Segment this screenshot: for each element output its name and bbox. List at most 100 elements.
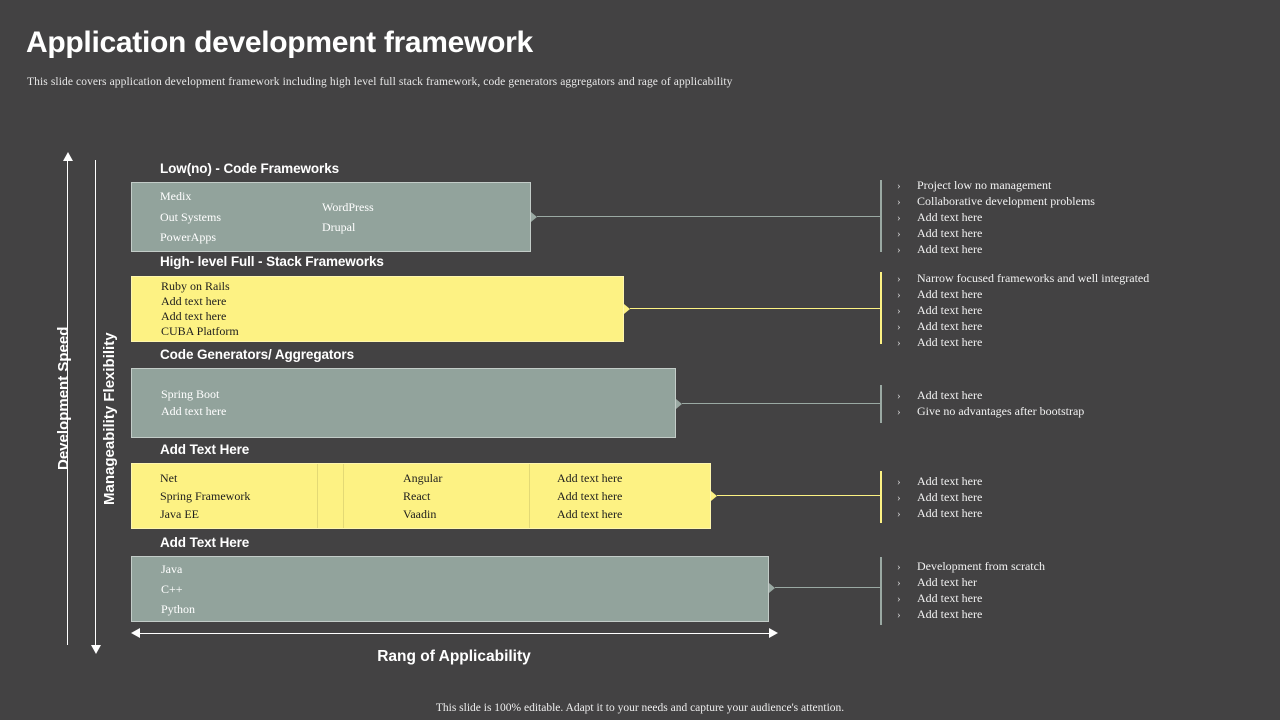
connector-tick — [880, 471, 882, 523]
connector-line — [717, 495, 881, 496]
list-item-label: Add text here — [917, 474, 983, 488]
chevron-right-icon: › — [897, 561, 901, 573]
list-item: › Give no advantages after bootstrap — [897, 404, 1084, 420]
chevron-right-icon: › — [897, 212, 901, 224]
row-box-add-text-here-4[interactable]: Net Spring Framework Java EE Angular Rea… — [131, 463, 711, 529]
manageability-flexibility-arrow-icon — [91, 645, 101, 654]
row-box-high-level-full-stack-frameworks[interactable]: Ruby on Rails Add text here Add text her… — [131, 276, 624, 342]
list-item-label: Add text here — [917, 607, 983, 621]
list-item-label: Project low no management — [917, 178, 1052, 192]
box-cell: Add text here — [161, 294, 227, 309]
list-item-label: Add text here — [917, 335, 983, 349]
list-item: › Add text her — [897, 575, 1045, 591]
list-item: › Add text here — [897, 242, 1095, 258]
list-item: ›Add text here — [897, 474, 982, 490]
list-item: › Add text here — [897, 388, 1084, 404]
box-cell: React — [403, 489, 431, 503]
range-axis-right-arrow-icon — [769, 628, 778, 638]
list-item: ›Add text here — [897, 490, 982, 506]
list-item-label: Narrow focused frameworks and well integ… — [917, 271, 1150, 285]
box-column: Add text here Add text here Add text her… — [530, 464, 710, 528]
development-speed-axis-line — [67, 160, 68, 645]
list-item: ›Add text here — [897, 303, 1149, 319]
list-item: ›Collaborative development problems — [897, 194, 1095, 210]
chevron-right-icon: › — [897, 508, 901, 520]
box-column: Net Spring Framework Java EE — [132, 464, 317, 528]
list-item-label: Development from scratch — [917, 559, 1045, 573]
chevron-right-icon: › — [897, 321, 901, 333]
box-cell: Medix — [160, 189, 192, 204]
list-item: › Add text here — [897, 335, 1149, 351]
box-column: Spring Boot Add text here — [132, 369, 675, 437]
list-item: › Add text here — [897, 287, 1149, 303]
connector-tick — [880, 557, 882, 625]
box-cell: Spring Boot — [161, 387, 220, 401]
chevron-right-icon: › — [897, 289, 901, 301]
row-box-low-no-code-frameworks[interactable]: Medix Out Systems PowerApps WordPress Dr… — [131, 182, 531, 252]
box-cell: CUBA Platform — [161, 323, 239, 338]
development-speed-axis-label: Development Speed — [55, 326, 72, 470]
list-item-label: Add text here — [917, 388, 983, 402]
box-cell: WordPress — [322, 199, 374, 214]
list-item-label: Give no advantages after bootstrap — [917, 404, 1085, 418]
column-divider — [317, 464, 318, 528]
range-axis-label: Rang of Applicability — [377, 648, 531, 665]
row-header-add-text-here-4: Add Text Here — [160, 442, 250, 457]
box-cell: C++ — [161, 582, 183, 596]
list-item: › Project low no management — [897, 178, 1095, 194]
box-cell: Vaadin — [403, 507, 437, 521]
chevron-right-icon: › — [897, 593, 901, 605]
box-cell: Add text here — [557, 489, 623, 503]
chevron-right-icon: › — [897, 244, 901, 256]
box-cell: Add text here — [161, 404, 227, 418]
column-divider — [529, 464, 530, 528]
box-cell: Python — [161, 602, 196, 616]
chevron-right-icon: › — [897, 305, 901, 317]
connector-tick — [880, 272, 882, 344]
list-item-label: Add text her — [917, 575, 977, 589]
connector-tick — [880, 180, 882, 252]
connector-knob-icon — [624, 304, 630, 314]
box-cell: Ruby on Rails — [161, 279, 230, 294]
chevron-right-icon: › — [897, 406, 901, 418]
list-item: › Development from scratch — [897, 559, 1045, 575]
row-box-add-text-here-5[interactable]: Java C++ Python — [131, 556, 769, 622]
chevron-right-icon: › — [897, 180, 901, 192]
list-item: › Add text here — [897, 607, 1045, 623]
chevron-right-icon: › — [897, 337, 901, 349]
bullet-list-row-3: › Add text here › Give no advantages after… — [897, 388, 1084, 420]
connector-line — [682, 403, 881, 404]
box-column: Angular React Vaadin — [344, 464, 529, 528]
list-item-label: Add text here — [917, 242, 983, 256]
chevron-right-icon: › — [897, 390, 901, 402]
chevron-right-icon: › — [897, 492, 901, 504]
connector-tick — [880, 385, 882, 423]
list-item-label: Add text here — [917, 287, 983, 301]
row-header-code-generators-aggregators: Code Generators/ Aggregators — [160, 347, 354, 362]
box-cell: Angular — [403, 471, 443, 485]
chevron-right-icon: › — [897, 273, 901, 285]
bullet-list-row-5: ›Development from scratch ›Add text her … — [897, 559, 1045, 623]
list-item-label: Add text here — [917, 226, 983, 240]
box-cell: Add text here — [557, 507, 623, 521]
box-cell: Drupal — [322, 220, 356, 234]
row-header-low-no-code-frameworks: Low(no) - Code Frameworks — [160, 161, 340, 176]
box-cell: Java EE — [160, 507, 199, 521]
connector-knob-icon — [769, 583, 775, 593]
chevron-right-icon: › — [897, 577, 901, 589]
row-header-high-level-full-stack-frameworks: High- level Full - Stack Frameworks — [160, 254, 384, 269]
row-box-code-generators-aggregators[interactable]: Spring Boot Add text here — [131, 368, 676, 438]
list-item: ›Add text here — [897, 506, 982, 522]
manageability-flexibility-axis-label: Manageability Flexibility — [101, 332, 118, 505]
list-item-label: Add text here — [917, 210, 983, 224]
list-item-label: Add text here — [917, 319, 983, 333]
box-column: Medix Out Systems PowerApps — [132, 183, 312, 251]
chevron-right-icon: › — [897, 609, 901, 621]
bullet-list-row-1: › Project low no management ›Collaborativ… — [897, 178, 1095, 258]
chevron-right-icon: › — [897, 196, 901, 208]
bullet-list-row-2: › Narrow focused frameworks and well inte… — [897, 271, 1149, 351]
box-column: WordPress Drupal — [312, 183, 492, 251]
connector-line — [630, 308, 881, 309]
range-axis-line — [137, 633, 771, 634]
